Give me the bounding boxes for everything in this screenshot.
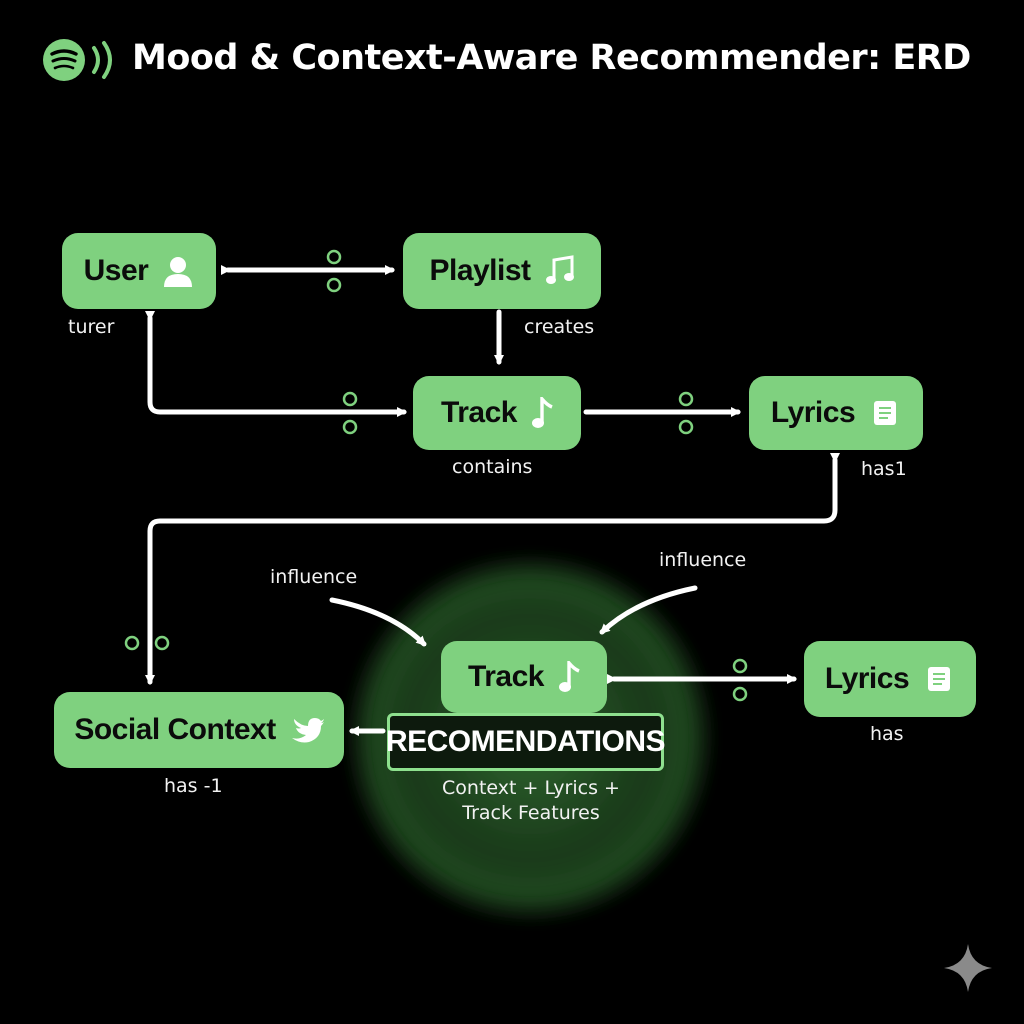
relation-label-has: has — [870, 723, 904, 745]
entity-label: Lyrics — [770, 396, 856, 429]
music-notes-icon — [545, 255, 575, 287]
entity-label: User — [83, 254, 149, 287]
entity-lyrics[interactable]: Lyrics — [749, 376, 923, 450]
relation-label-turer: turer — [68, 316, 115, 338]
entity-playlist[interactable]: Playlist — [403, 233, 601, 309]
scroll-icon — [923, 663, 955, 695]
relation-label-has-neg1: has -1 — [164, 775, 223, 797]
entity-label: Playlist — [429, 254, 531, 287]
music-note-icon — [558, 661, 580, 693]
entity-track-center[interactable]: Track — [441, 641, 607, 713]
entity-label: Track — [468, 660, 544, 693]
relation-label-has1: has1 — [861, 458, 907, 480]
music-note-icon — [531, 397, 553, 429]
sparkle-icon — [942, 942, 994, 998]
spotify-logo-icon — [42, 38, 122, 86]
recommendations-subtitle-line1: Context + Lyrics + — [442, 777, 620, 799]
entity-label: Track — [441, 396, 517, 429]
entity-social-context[interactable]: Social Context — [54, 692, 344, 768]
relation-label-influence-left: influence — [270, 566, 358, 588]
edge-influence-right — [599, 585, 698, 635]
entity-user[interactable]: User — [62, 233, 216, 309]
entity-label: Lyrics — [824, 662, 910, 695]
user-icon — [162, 254, 194, 288]
edge-lyrics-social — [145, 453, 840, 685]
entity-label: Social Context — [74, 713, 276, 746]
relation-label-contains: contains — [452, 456, 533, 478]
relation-label-creates: creates — [524, 316, 595, 338]
entity-lyrics-right[interactable]: Lyrics — [804, 641, 976, 717]
scroll-icon — [869, 397, 901, 429]
relation-label-influence-right: influence — [659, 549, 747, 571]
bird-icon — [290, 716, 324, 744]
edge-influence-left — [329, 597, 427, 647]
recommendations-subtitle-line2: Track Features — [462, 802, 600, 824]
page-title: Mood & Context-Aware Recommender: ERD — [132, 38, 971, 78]
recommendations-subtitle: Context + Lyrics + Track Features — [400, 776, 662, 826]
edge-user-track — [145, 311, 407, 417]
entity-track[interactable]: Track — [413, 376, 581, 450]
recommendations-box[interactable]: RECOMENDATIONS — [386, 713, 666, 771]
